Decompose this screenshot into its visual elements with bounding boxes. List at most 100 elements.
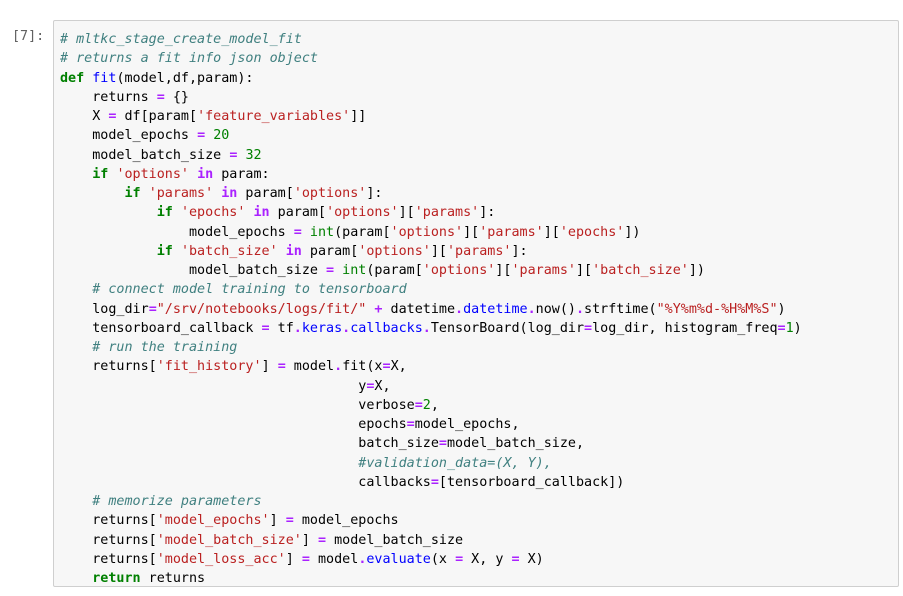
code-token: = bbox=[108, 109, 117, 124]
code-token: if bbox=[156, 243, 173, 259]
code-token: ]: bbox=[511, 243, 528, 259]
code-token: (param[ bbox=[334, 224, 391, 240]
code-token: ] bbox=[269, 513, 286, 529]
code-token bbox=[60, 167, 92, 182]
code-token: = bbox=[229, 147, 238, 163]
code-line: model_batch_size = 32 bbox=[60, 146, 802, 165]
code-token: = bbox=[414, 397, 423, 413]
code-token: = bbox=[382, 359, 391, 375]
code-token: {} bbox=[164, 89, 189, 105]
code-token: 'model_loss_acc' bbox=[156, 551, 286, 567]
code-line: X = df[param['feature_variables']] bbox=[60, 107, 802, 126]
code-token: # run the training bbox=[92, 340, 238, 355]
code-content: # mltkc_stage_create_model_fit # returns … bbox=[60, 30, 802, 588]
code-token: return bbox=[92, 571, 141, 586]
code-line: returns['model_loss_acc'] = model.evalua… bbox=[60, 550, 802, 569]
code-editor[interactable]: # mltkc_stage_create_model_fit # returns … bbox=[53, 20, 899, 587]
code-line: # mltkc_stage_create_model_fit bbox=[60, 30, 802, 49]
code-token: 'batch_size' bbox=[180, 243, 278, 259]
code-token: epochs bbox=[60, 417, 407, 432]
code-token: def bbox=[60, 70, 85, 86]
code-token: 'epochs' bbox=[559, 224, 625, 240]
code-token bbox=[60, 205, 157, 220]
code-token: 'batch_size' bbox=[592, 263, 689, 278]
code-token bbox=[189, 167, 197, 182]
code-line: # connect model training to tensorboard bbox=[60, 280, 802, 299]
code-token bbox=[278, 244, 286, 259]
code-line: epochs=model_epochs, bbox=[60, 415, 802, 434]
code-token: model_epochs bbox=[60, 128, 198, 144]
code-line: if 'batch_size' in param['options']['par… bbox=[60, 242, 802, 261]
code-token: int bbox=[309, 224, 335, 240]
code-token: = bbox=[156, 89, 165, 105]
code-token: now() bbox=[535, 301, 576, 317]
code-token: "%Y%m%d-%H%M%S" bbox=[656, 301, 778, 317]
code-token: = bbox=[277, 359, 286, 375]
code-token: fit bbox=[92, 70, 117, 86]
code-token: verbose bbox=[60, 397, 415, 413]
code-token: param[ bbox=[301, 243, 359, 259]
code-token: 'params' bbox=[414, 205, 480, 221]
code-token: datetime bbox=[463, 301, 528, 317]
code-token: X, bbox=[374, 378, 391, 394]
code-token: = bbox=[301, 551, 310, 567]
code-token: "/srv/notebooks/logs/fit/" bbox=[156, 301, 367, 317]
code-token: model bbox=[309, 551, 359, 567]
code-token bbox=[173, 205, 181, 220]
code-token: returns bbox=[140, 571, 206, 586]
code-token: ][ bbox=[430, 243, 447, 259]
code-token: returns[ bbox=[60, 359, 157, 375]
code-token: in bbox=[221, 186, 238, 201]
code-line: return returns bbox=[60, 569, 802, 588]
code-token bbox=[60, 456, 358, 471]
code-token: . bbox=[422, 320, 431, 336]
code-token: tf bbox=[269, 320, 294, 336]
code-token: ] bbox=[285, 551, 302, 567]
code-token: #validation_data=(X, Y), bbox=[358, 455, 552, 471]
cell-prompt: [7]: bbox=[12, 29, 45, 44]
code-token: returns[ bbox=[60, 532, 157, 548]
code-token: . bbox=[293, 320, 302, 336]
code-token: ) bbox=[793, 320, 802, 336]
code-token bbox=[60, 186, 125, 201]
code-token: ]] bbox=[350, 109, 367, 124]
code-token: # memorize parameters bbox=[92, 494, 262, 509]
code-token: param: bbox=[213, 166, 270, 182]
code-token: # mltkc_stage_create_model_fit bbox=[60, 32, 302, 47]
code-line: def fit(model,df,param): bbox=[60, 69, 802, 88]
code-token bbox=[205, 128, 213, 143]
code-token: tensorboard_callback bbox=[60, 320, 262, 336]
code-token: evaluate bbox=[366, 551, 431, 567]
code-token: model bbox=[285, 359, 335, 375]
code-token: [tensorboard_callback]) bbox=[438, 474, 625, 490]
code-line: tensorboard_callback = tf.keras.callback… bbox=[60, 319, 802, 338]
code-token: = bbox=[438, 436, 447, 452]
code-token: = bbox=[777, 320, 786, 336]
code-token: = bbox=[285, 513, 294, 529]
code-line: #validation_data=(X, Y), bbox=[60, 454, 802, 473]
code-token: = bbox=[261, 320, 270, 336]
code-token: model_batch_size bbox=[60, 263, 327, 278]
code-token: # returns a fit info json object bbox=[60, 51, 318, 67]
code-token bbox=[334, 263, 342, 278]
code-token: . bbox=[342, 320, 351, 336]
code-token: 'feature_variables' bbox=[197, 109, 351, 124]
code-token: callbacks bbox=[60, 474, 431, 490]
code-token bbox=[60, 244, 157, 259]
code-token: ][ bbox=[398, 205, 415, 221]
code-token bbox=[60, 571, 92, 586]
code-token: model_batch_size bbox=[60, 147, 230, 163]
code-token: callbacks bbox=[350, 320, 423, 336]
code-token: 20 bbox=[213, 128, 230, 144]
code-token: in bbox=[285, 243, 302, 259]
code-token: int bbox=[342, 263, 367, 278]
code-token: y bbox=[60, 378, 367, 394]
code-token: log_dir bbox=[60, 301, 149, 317]
code-token: returns[ bbox=[60, 551, 157, 567]
code-token: if bbox=[124, 186, 141, 201]
code-line: if 'epochs' in param['options']['params'… bbox=[60, 203, 802, 222]
code-token: ]) bbox=[688, 263, 705, 278]
code-token: (model,df,param): bbox=[116, 70, 254, 86]
code-token: 'params' bbox=[148, 186, 214, 201]
code-line: # returns a fit info json object bbox=[60, 49, 802, 68]
